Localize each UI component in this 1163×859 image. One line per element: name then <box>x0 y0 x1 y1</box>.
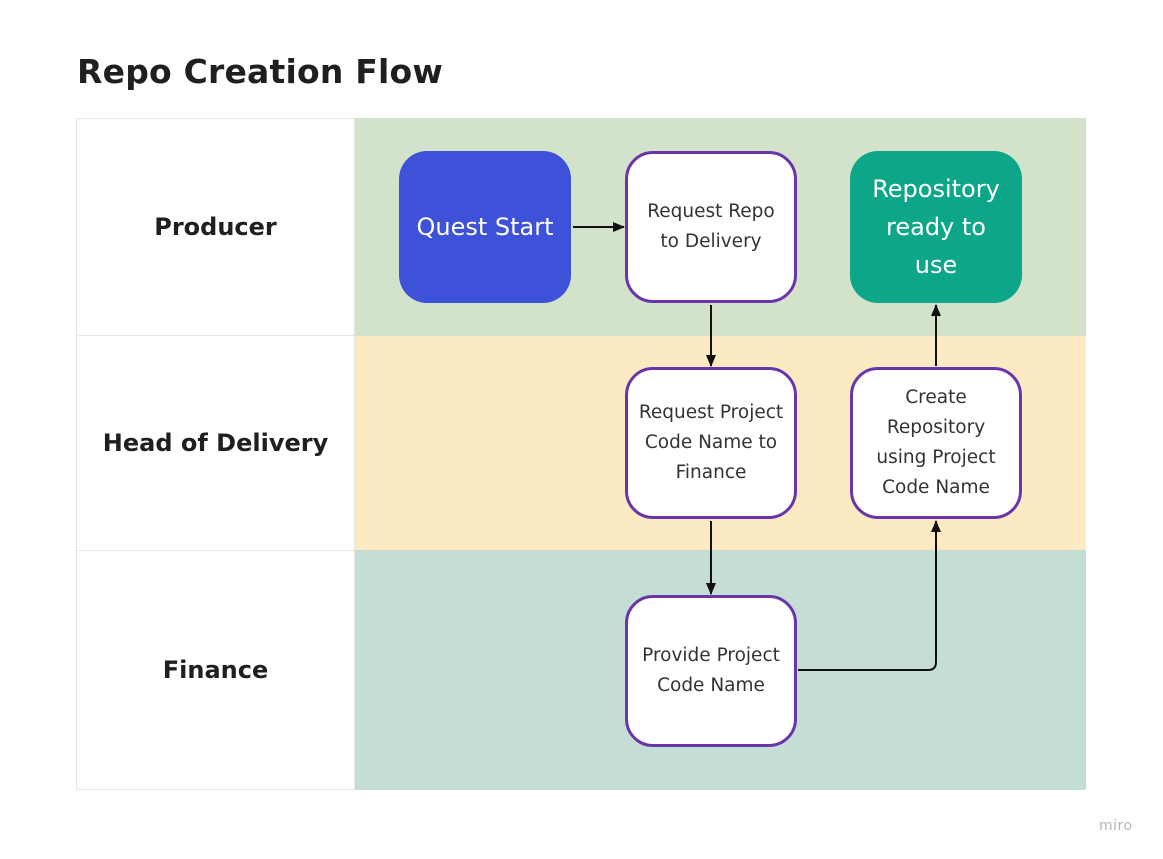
diagram-title: Repo Creation Flow <box>77 52 444 91</box>
lane-label-finance: Finance <box>76 550 355 790</box>
node-label: Provide Project Code Name <box>642 645 780 696</box>
lane-label-text: Head of Delivery <box>102 429 329 457</box>
lane-label-producer: Producer <box>76 118 355 336</box>
lane-label-head-of-delivery: Head of Delivery <box>76 335 355 551</box>
node-repository-ready[interactable]: Repository ready to use <box>850 151 1022 303</box>
node-label: Repository ready to use <box>872 175 1000 279</box>
node-request-project-code-name[interactable]: Request Project Code Name to Finance <box>625 367 797 519</box>
node-label: Request Repo to Delivery <box>647 201 775 252</box>
node-label: Create Repository using Project Code Nam… <box>876 387 996 498</box>
node-label: Quest Start <box>416 213 554 241</box>
node-label: Request Project Code Name to Finance <box>638 402 784 483</box>
miro-watermark: miro <box>1099 818 1133 834</box>
node-quest-start[interactable]: Quest Start <box>399 151 571 303</box>
node-create-repository[interactable]: Create Repository using Project Code Nam… <box>850 367 1022 519</box>
lane-label-text: Producer <box>154 213 277 241</box>
node-provide-project-code-name[interactable]: Provide Project Code Name <box>625 595 797 747</box>
node-request-repo[interactable]: Request Repo to Delivery <box>625 151 797 303</box>
lane-label-text: Finance <box>162 656 269 684</box>
